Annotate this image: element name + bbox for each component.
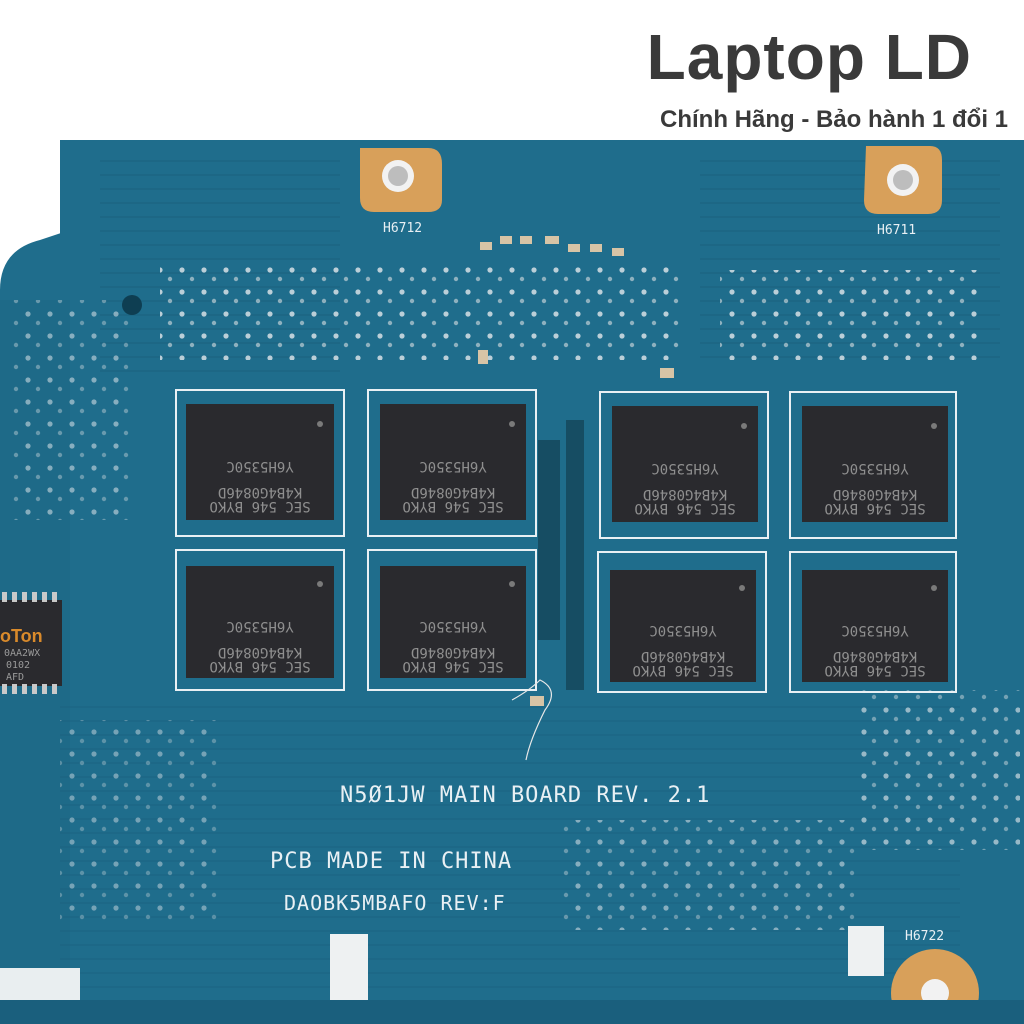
memory-chip-4: Y6H5350C K4B4G0846D SEC 546 BYKO [802, 406, 948, 522]
left-chip-line-2: 0102 [6, 660, 30, 671]
chip-1-line-3: SEC 546 BYKO [209, 498, 310, 514]
chip-5-line-1: Y6H5350C [226, 618, 293, 634]
chip-5-line-2: K4B4G0846D [218, 644, 302, 660]
brand-tagline: Chính Hãng - Bảo hành 1 đổi 1 [660, 106, 1008, 133]
chip-4-line-3: SEC 546 BYKO [824, 500, 925, 516]
left-chip-line-3: AFD [6, 672, 24, 683]
chip-8-line-2: K4B4G0846D [833, 648, 917, 664]
motherboard-photo: H6712 H6711 H6722 oTon 0AA2WX 0102 AFD [0, 140, 1024, 1024]
header-banner: Laptop LD Chính Hãng - Bảo hành 1 đổi 1 [0, 0, 1024, 140]
memory-chip-2: Y6H5350C K4B4G0846D SEC 546 BYKO [380, 404, 526, 520]
memory-chip-6: Y6H5350C K4B4G0846D SEC 546 BYKO [380, 566, 526, 678]
chip-5-line-3: SEC 546 BYKO [209, 658, 310, 674]
memory-chip-5: Y6H5350C K4B4G0846D SEC 546 BYKO [186, 566, 334, 678]
mount-hole-h6711 [864, 146, 942, 214]
mount-hole-h6712 [360, 148, 442, 212]
chip-8-line-1: Y6H5350C [841, 622, 908, 638]
part-number-label: DAOBK5MBAFO REV:F [284, 891, 506, 915]
left-chip-logo: oTon [0, 626, 43, 646]
chip-7-line-3: SEC 546 BYKO [632, 662, 733, 678]
chip-6-line-2: K4B4G0846D [411, 644, 495, 660]
memory-chip-8: Y6H5350C K4B4G0846D SEC 546 BYKO [802, 570, 948, 682]
chip-4-line-2: K4B4G0846D [833, 486, 917, 502]
center-capacitor-strip [538, 420, 584, 690]
jumper-wire [511, 679, 552, 761]
chip-6-line-3: SEC 546 BYKO [402, 658, 503, 674]
chip-2-line-1: Y6H5350C [419, 458, 486, 474]
chip-3-line-1: Y6H5350C [651, 460, 718, 476]
label-h6722: H6722 [905, 929, 944, 944]
chip-1-line-2: K4B4G0846D [218, 484, 302, 500]
brand-title: Laptop LD [646, 21, 972, 93]
small-hole [122, 295, 142, 315]
label-h6711: H6711 [877, 223, 916, 238]
chip-8-line-3: SEC 546 BYKO [824, 662, 925, 678]
chip-7-line-1: Y6H5350C [649, 622, 716, 638]
pcb-made-label: PCB MADE IN CHINA [270, 849, 512, 874]
edge-tab-right [848, 926, 884, 976]
left-chip-line-1: 0AA2WX [4, 648, 40, 659]
label-h6712: H6712 [383, 221, 422, 236]
chip-2-line-3: SEC 546 BYKO [402, 498, 503, 514]
chip-4-line-1: Y6H5350C [841, 460, 908, 476]
via-field-top [160, 260, 680, 360]
chip-7-line-2: K4B4G0846D [641, 648, 725, 664]
board-model-label: N5Ø1JW MAIN BOARD REV. 2.1 [340, 783, 710, 808]
memory-chip-1: Y6H5350C K4B4G0846D SEC 546 BYKO [186, 404, 334, 520]
memory-chip-3: Y6H5350C K4B4G0846D SEC 546 BYKO [612, 406, 758, 522]
chip-2-line-2: K4B4G0846D [411, 484, 495, 500]
memory-chip-7: Y6H5350C K4B4G0846D SEC 546 BYKO [610, 570, 756, 682]
chip-3-line-3: SEC 546 BYKO [634, 500, 735, 516]
chip-1-line-1: Y6H5350C [226, 458, 293, 474]
left-ic-chip: oTon 0AA2WX 0102 AFD [0, 592, 62, 694]
chip-6-line-1: Y6H5350C [419, 618, 486, 634]
chip-3-line-2: K4B4G0846D [643, 486, 727, 502]
